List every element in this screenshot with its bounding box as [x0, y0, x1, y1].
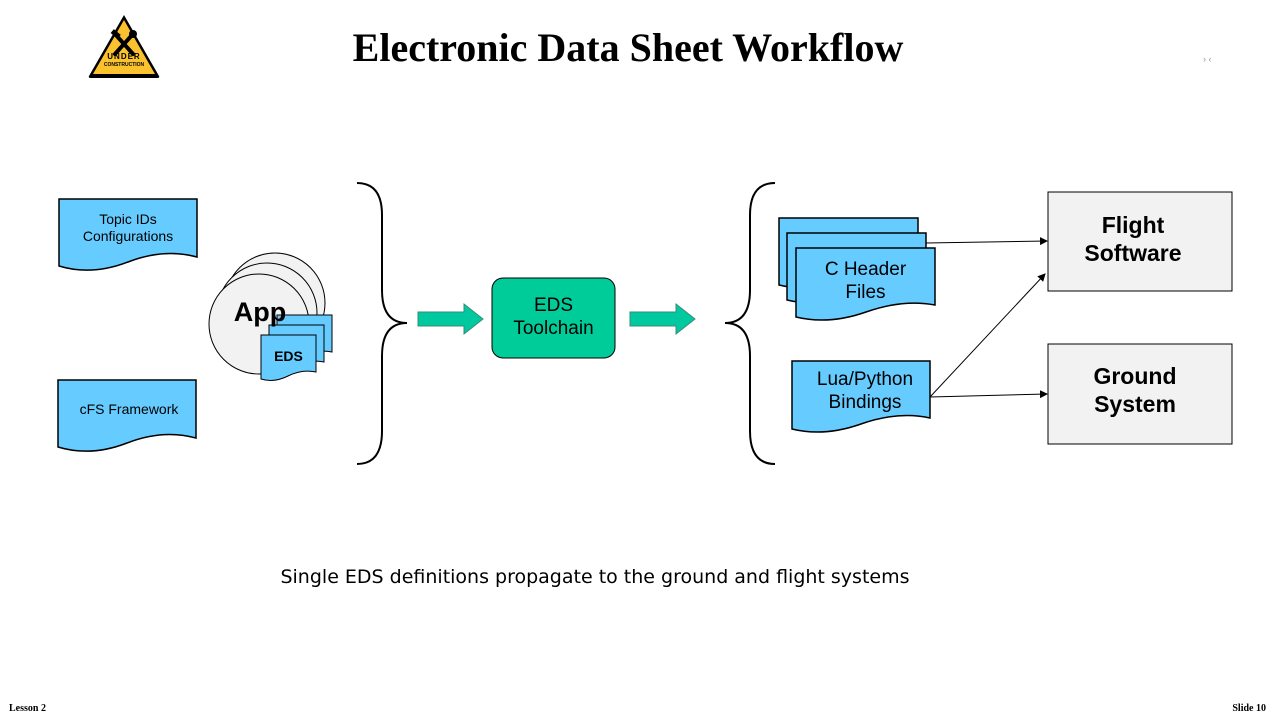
- eds-toolchain-box: [491, 277, 616, 359]
- ground-system-box: [1047, 343, 1233, 445]
- cfs-framework-document-shape: [57, 379, 197, 452]
- footer-lesson: Lesson 2: [9, 703, 46, 714]
- topic-ids-document-shape: [58, 198, 198, 271]
- flight-software-label: Flight Software: [1084, 212, 1182, 266]
- connector-bindings-to-ground: [929, 390, 1048, 399]
- cfs-framework-label: cFS Framework: [79, 400, 179, 417]
- output-group-brace: [724, 182, 776, 465]
- connector-headers-to-flight: [925, 237, 1048, 246]
- eds-toolchain-label: EDS Toolchain: [513, 295, 594, 339]
- slide-caption: Single EDS definitions propagate to the …: [280, 566, 910, 588]
- c-header-files-label: C Header Files: [824, 259, 907, 303]
- connector-bindings-to-flight: [929, 273, 1046, 398]
- app-label: App: [233, 296, 287, 327]
- under-construction-icon: [88, 15, 160, 78]
- input-group-brace: [356, 182, 408, 465]
- flight-software-box: [1047, 191, 1233, 292]
- slide-title: Electronic Data Sheet Workflow: [352, 25, 904, 70]
- eds-document-label: EDS: [274, 347, 303, 364]
- arrow-to-toolchain: [417, 302, 484, 336]
- slide-nav-icon: › ‹: [1203, 54, 1212, 64]
- bindings-document-shape: [791, 360, 931, 433]
- arrow-from-toolchain: [629, 302, 696, 336]
- footer-slide-number: Slide 10: [1232, 703, 1266, 714]
- eds-document-front: [260, 334, 317, 381]
- ground-system-label: Ground System: [1093, 363, 1177, 417]
- c-header-document-front: [795, 247, 936, 321]
- topic-ids-label: Topic IDs Configurations: [82, 211, 174, 244]
- logo-text-under: UNDER: [107, 52, 141, 61]
- logo-text-construction: CONSTRUCTION: [103, 62, 145, 68]
- bindings-label: Lua/Python Bindings: [816, 369, 914, 413]
